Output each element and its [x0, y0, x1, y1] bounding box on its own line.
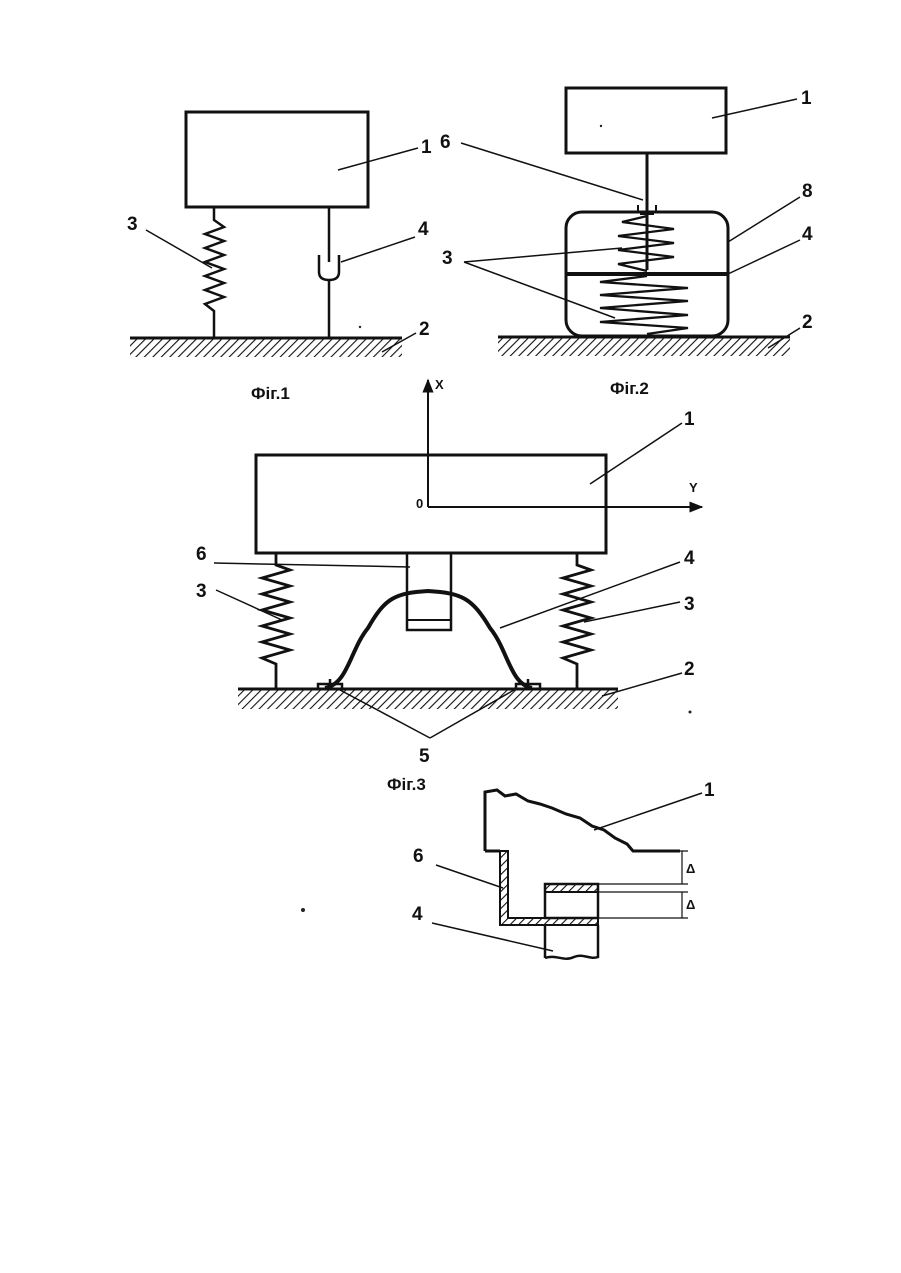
- fig3-label-6: 6: [196, 544, 207, 565]
- fig2-ground-hatch: [498, 337, 790, 356]
- fig3-body-block: [256, 455, 606, 553]
- fig4-body-fragment: [485, 790, 680, 851]
- scan-speck: [600, 125, 602, 127]
- fig3-caption: Фіг.3: [387, 775, 426, 794]
- fig1-leader-3: [146, 230, 212, 268]
- fig3-label-2: 2: [684, 659, 695, 680]
- figure-2: 1 6 8 4 3 2 Фіг.2: [440, 88, 813, 398]
- fig4-element-stem: [545, 925, 598, 959]
- figure-1: 1 3 4 2 Фіг.1: [127, 112, 432, 403]
- fig2-body-block: [566, 88, 726, 153]
- fig3-axis-y-label: Y: [689, 480, 698, 495]
- fig3-label-3-right: 3: [684, 594, 695, 615]
- fig1-body-block: [186, 112, 368, 207]
- fig2-leader-4: [728, 240, 800, 274]
- figure-4-detail: Δ Δ 1 6 4: [412, 780, 715, 959]
- fig3-leader-3R: [584, 602, 680, 622]
- fig4-gap-label-top: Δ: [686, 861, 695, 876]
- fig4-leader-4: [432, 923, 553, 951]
- scan-speck: [301, 908, 305, 912]
- fig2-label-3: 3: [442, 248, 453, 269]
- fig4-label-4: 4: [412, 904, 423, 925]
- fig2-label-4: 4: [802, 224, 813, 245]
- fig3-label-3-left: 3: [196, 581, 207, 602]
- fig1-leader-1: [338, 148, 418, 170]
- fig1-leader-4: [341, 237, 415, 262]
- fig2-label-8: 8: [802, 181, 813, 202]
- fig4-label-1: 1: [704, 780, 715, 801]
- scan-speck: [689, 711, 692, 714]
- fig1-label-2: 2: [419, 319, 430, 340]
- fig2-label-1: 1: [801, 88, 812, 109]
- fig3-leader-2: [602, 673, 682, 696]
- fig4-gap-label-bottom: Δ: [686, 897, 695, 912]
- fig2-label-2: 2: [802, 312, 813, 333]
- fig3-arch: [325, 591, 532, 688]
- fig3-spring-left: [262, 553, 290, 689]
- fig1-caption: Фіг.1: [251, 384, 290, 403]
- fig3-label-5: 5: [419, 746, 430, 767]
- fig3-label-1: 1: [684, 409, 695, 430]
- fig3-leader-3L: [216, 590, 282, 620]
- fig1-ground-hatch: [130, 338, 402, 357]
- fig4-leader-6: [436, 865, 503, 888]
- fig1-label-3: 3: [127, 214, 138, 235]
- scan-speck: [359, 326, 361, 328]
- fig3-leader-6: [214, 563, 410, 567]
- fig4-leader-1: [594, 793, 702, 830]
- figure-3: X Y 0 1 6 3 4 3 2 5 Фіг.3: [196, 377, 702, 794]
- fig3-axis-origin: 0: [416, 496, 423, 511]
- fig2-label-6: 6: [440, 132, 451, 153]
- fig1-label-1: 1: [421, 137, 432, 158]
- fig2-leader-3a: [464, 248, 622, 262]
- fig2-leader-8: [728, 197, 800, 242]
- fig1-spring: [205, 207, 224, 338]
- fig3-ground-hatch: [238, 689, 618, 709]
- fig2-leader-3b: [464, 262, 615, 318]
- fig4-label-6: 6: [413, 846, 424, 867]
- fig3-axis-x-label: X: [435, 377, 444, 392]
- fig3-label-4: 4: [684, 548, 695, 569]
- fig1-label-4: 4: [418, 219, 429, 240]
- fig2-spring-lower: [600, 276, 688, 334]
- fig2-caption: Фіг.2: [610, 379, 649, 398]
